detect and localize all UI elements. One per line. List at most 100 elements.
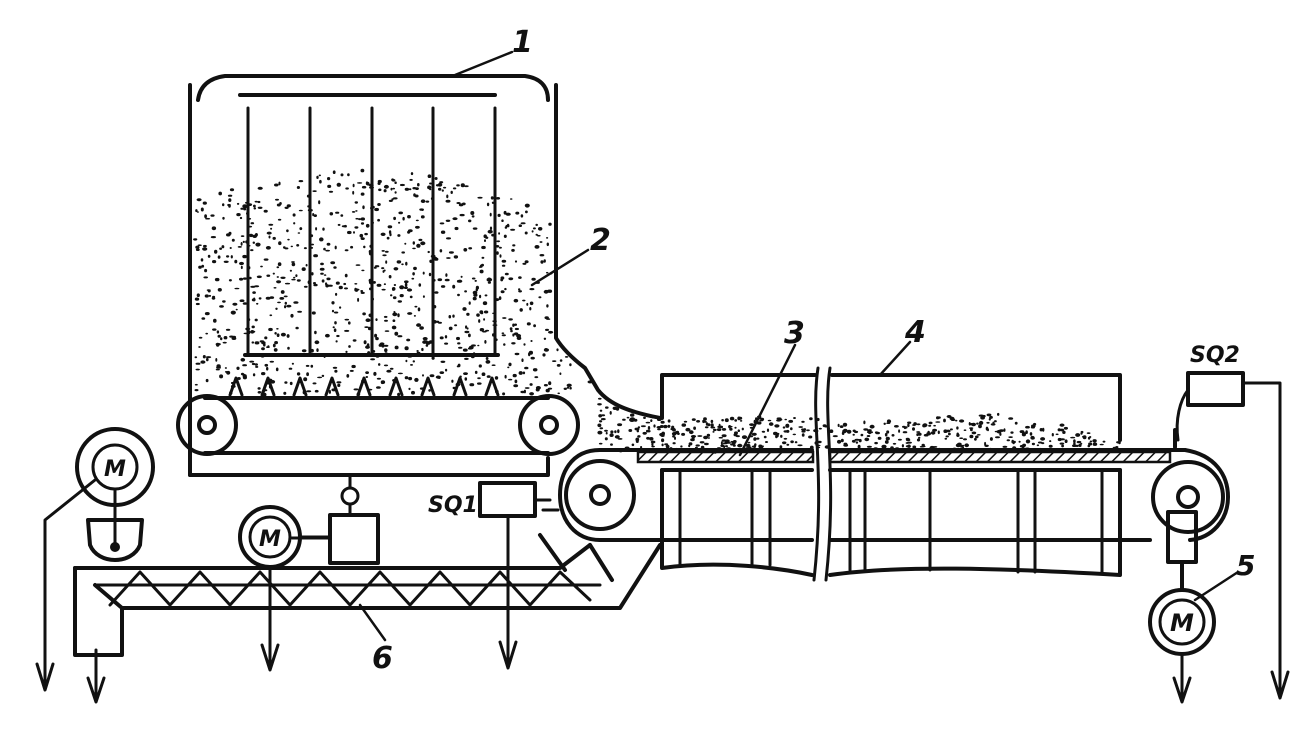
material-speck [877,436,882,440]
material-speck [329,212,334,216]
material-speck [266,274,271,277]
material-speck [472,290,478,295]
material-speck [216,330,220,334]
material-speck [401,251,406,254]
material-speck [968,422,971,426]
material-speck [204,268,208,273]
material-speck [207,289,211,293]
material-speck [535,223,538,226]
material-speck [659,425,665,428]
material-speck [393,311,396,313]
material-speck [275,367,279,372]
material-speck [491,233,495,237]
material-speck [749,423,755,426]
material-speck [523,389,527,394]
material-speck [916,438,921,442]
material-speck [464,185,469,188]
material-speck [325,333,330,338]
screw-motor: M [238,505,332,672]
material-speck [448,326,453,331]
material-speck [385,260,388,264]
material-speck [478,319,481,323]
material-speck [885,436,890,441]
material-speck [725,445,728,448]
material-speck [230,255,233,259]
material-speck [397,313,400,318]
material-speck [598,414,603,418]
material-speck [1031,442,1035,446]
material-speck [509,198,513,200]
material-speck [445,219,451,222]
material-speck [291,278,296,281]
material-speck [841,431,845,435]
material-speck [333,266,337,269]
material-speck [236,213,241,217]
material-speck [937,430,940,435]
material-speck [360,168,365,173]
material-speck [290,313,294,318]
material-speck [476,313,480,317]
material-speck [242,240,245,243]
material-speck [331,309,335,313]
belt-label-text: 3 [784,316,805,351]
material-speck [332,326,335,329]
material-speck [853,430,859,434]
material-speck [786,429,790,433]
material-speck [378,188,382,192]
material-speck [869,424,875,429]
material-speck [803,428,807,431]
material-speck [464,290,467,293]
material-speck [477,344,480,347]
material-speck [310,364,314,368]
material-speck [327,284,333,287]
material-speck [228,204,231,208]
material-speck [242,373,246,378]
material-speck [394,181,397,184]
material-speck [404,242,407,245]
material-speck [363,340,367,345]
material-speck [921,443,925,447]
material-speck [540,260,544,264]
material-speck [427,185,432,190]
material-speck [419,326,424,330]
material-speck [355,217,359,220]
material-speck [408,188,412,191]
material-speck [228,231,232,235]
material-speck [357,297,360,302]
material-speck [360,237,365,241]
material-speck [514,379,518,384]
material-speck [260,265,263,268]
material-speck [268,327,273,332]
material-speck [472,296,477,301]
material-speck [242,277,247,280]
material-speck [788,419,794,423]
material-speck [818,427,822,430]
material-speck [976,422,979,425]
material-speck [963,429,967,432]
material-speck [984,441,987,446]
material-speck [436,320,440,323]
material-speck [916,423,921,426]
material-speck [767,419,772,422]
material-speck [358,218,362,221]
material-speck [299,227,303,231]
material-speck [250,330,255,334]
material-speck [411,277,415,280]
material-speck [1059,423,1065,427]
material-speck [482,330,487,333]
material-speck [384,348,388,353]
material-speck [243,207,247,211]
material-speck [1031,424,1035,429]
material-speck [391,179,396,182]
material-speck [415,225,420,229]
material-speck [383,315,388,318]
material-speck [1014,421,1018,425]
material-speck [919,445,925,448]
material-speck [508,277,514,281]
material-speck [513,332,519,336]
material-speck [922,424,927,428]
material-speck [498,246,502,249]
material-speck [440,285,446,288]
material-speck [511,248,515,252]
